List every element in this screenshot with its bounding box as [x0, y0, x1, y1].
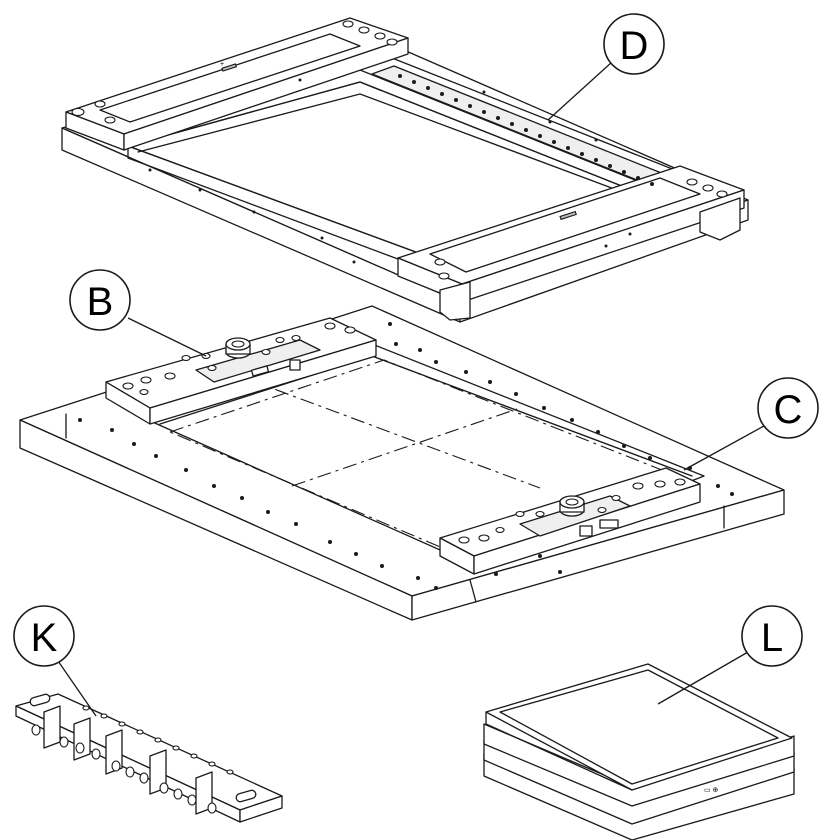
part-k-strip	[15, 693, 283, 823]
frame-rail-holes	[398, 74, 654, 186]
frame-holes	[71, 20, 728, 280]
part-c-clamp	[439, 467, 701, 575]
clamp-b-bolts	[122, 322, 356, 396]
base-plate	[19, 305, 785, 621]
clamp-c-bolts	[458, 478, 686, 544]
callout-k: K	[13, 605, 97, 717]
callout-d: D	[547, 13, 665, 121]
k-holes	[31, 705, 234, 814]
callout-d-label: D	[620, 24, 649, 68]
callout-c: C	[683, 377, 819, 471]
part-l-tray: ▭ ⊕	[483, 663, 795, 840]
callout-c-label: C	[774, 388, 803, 432]
callout-l: L	[657, 605, 803, 705]
callout-k-label: K	[31, 616, 58, 660]
tray-brand-mark: ▭ ⊕	[704, 787, 719, 794]
callout-l-label: L	[761, 616, 783, 660]
plate-holes	[78, 322, 734, 590]
frame-crossbar-left: +	[65, 17, 409, 151]
frame-crossbar-right	[397, 165, 745, 303]
callout-b-label: B	[87, 280, 114, 324]
part-b-clamp	[105, 317, 377, 425]
part-d-frame: +	[61, 17, 749, 323]
svg-text:+: +	[220, 61, 224, 68]
callout-b: B	[69, 269, 207, 357]
